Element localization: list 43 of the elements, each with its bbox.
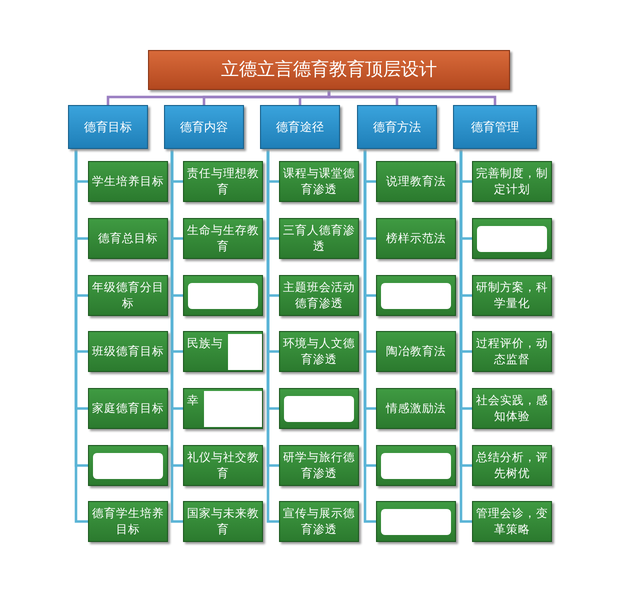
item-box: 完善制度，制定计划 [472,161,552,202]
item-box: 礼仪与社交教育 [183,445,263,486]
item-box: 主题班会活动德育渗透 [279,275,359,316]
item-box [183,331,263,372]
item-box: 总结分析，评先树优 [472,445,552,486]
item-box: 生命与生存教育 [183,218,263,259]
item-box: 国家与未来教育 [183,501,263,542]
category-box: 德育内容 [164,105,244,149]
item-box: 榜样示范法 [376,218,456,259]
item-box: 学生培养目标 [88,161,168,202]
item-box: 家庭德育目标 [88,388,168,429]
item-box: 说理教育法 [376,161,456,202]
item-box: 年级德育分目标 [88,275,168,316]
item-box: 研学与旅行德育渗透 [279,445,359,486]
item-box: 班级德育目标 [88,331,168,372]
item-box: 德育学生培养目标 [88,501,168,542]
item-box: 宣传与展示德育渗透 [279,501,359,542]
item-box [376,501,456,542]
item-box: 环境与人文德育渗透 [279,331,359,372]
item-box: 三育人德育渗透 [279,218,359,259]
title-box: 立德立言德育教育顶层设计 [148,50,510,90]
item-box: 情感激励法 [376,388,456,429]
category-box: 德育途径 [260,105,340,149]
item-box: 社会实践，感知体验 [472,388,552,429]
item-box [376,445,456,486]
item-box: 陶冶教育法 [376,331,456,372]
category-box: 德育管理 [453,105,537,149]
box-text: 幸 [187,393,199,409]
item-box [88,445,168,486]
item-box [472,218,552,259]
item-box: 课程与课堂德育渗透 [279,161,359,202]
item-box: 责任与理想教育 [183,161,263,202]
item-box [183,388,263,429]
item-box: 研制方案，科学量化 [472,275,552,316]
item-box [279,388,359,429]
item-box: 管理会诊，变革策略 [472,501,552,542]
category-box: 德育方法 [357,105,437,149]
item-box [376,275,456,316]
item-box [183,275,263,316]
item-box: 过程评价，动态监督 [472,331,552,372]
item-box: 德育总目标 [88,218,168,259]
category-box: 德育目标 [68,105,148,149]
box-text: 民族与 [187,336,223,352]
